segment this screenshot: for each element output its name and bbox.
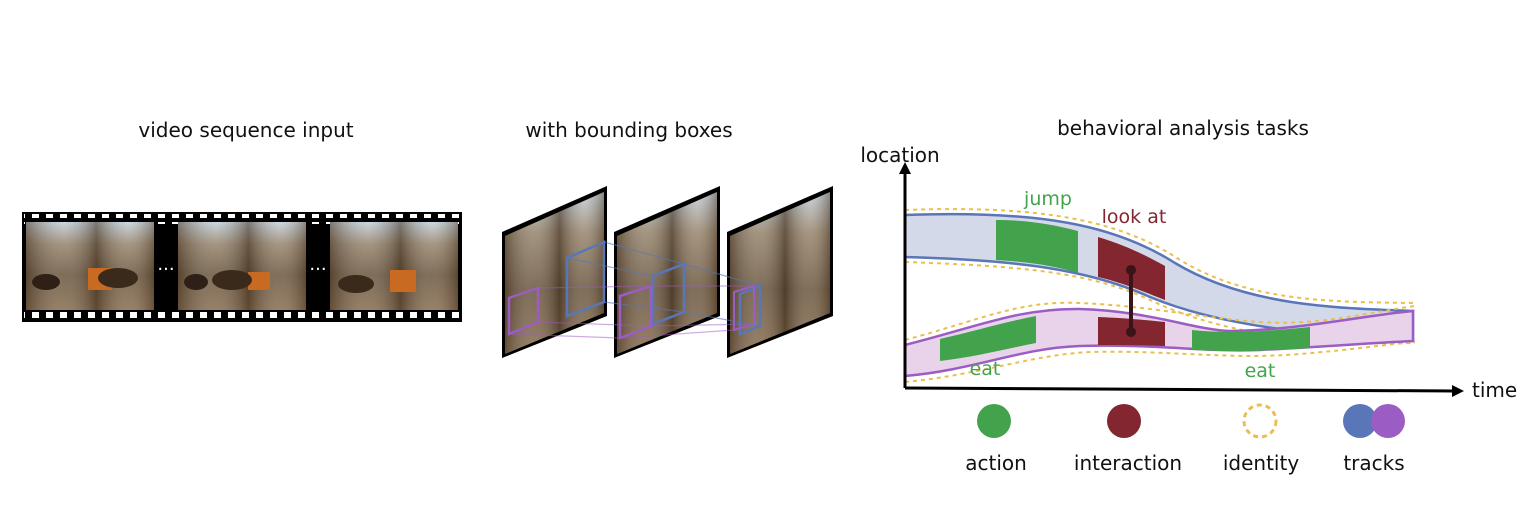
look-at-label: look at bbox=[1102, 206, 1167, 228]
legend-identity-swatch bbox=[1242, 403, 1278, 439]
film-frame bbox=[26, 222, 154, 310]
x-axis-arrow bbox=[1452, 385, 1464, 397]
film-strip: ... ... bbox=[22, 212, 462, 322]
bbox-connectors bbox=[508, 241, 761, 339]
legend-tracks-label: tracks bbox=[1343, 451, 1404, 475]
blue-track-identity-lower bbox=[904, 261, 1416, 345]
y-axis-arrow bbox=[899, 162, 911, 174]
bbox-frames bbox=[502, 186, 833, 358]
action-eat-2 bbox=[1192, 327, 1310, 352]
legend-action-label: action bbox=[965, 451, 1027, 475]
legend-track-blue-swatch bbox=[1343, 404, 1377, 438]
interaction-node bbox=[1126, 327, 1136, 337]
film-frame bbox=[178, 222, 306, 310]
action-jump bbox=[996, 220, 1078, 273]
legend-track-purple-swatch bbox=[1371, 404, 1405, 438]
legend-identity-label: identity bbox=[1223, 451, 1299, 475]
film-gap-marker: ... bbox=[309, 254, 326, 275]
analysis-panel-title: behavioral analysis tasks bbox=[1057, 116, 1309, 140]
eat-label-2: eat bbox=[1245, 360, 1276, 382]
svg-text:...: ... bbox=[309, 254, 326, 275]
x-axis bbox=[904, 386, 1456, 393]
bbox-frame-1 bbox=[502, 186, 607, 358]
purple-track-identity bbox=[904, 301, 1416, 341]
action-eat-1 bbox=[940, 316, 1036, 361]
legend: action interaction identity tracks bbox=[965, 403, 1405, 475]
film-frame bbox=[330, 222, 458, 310]
svg-text:...: ... bbox=[157, 254, 174, 275]
timeline-diagram: location time jump look at eat eat bbox=[860, 143, 1517, 402]
purple-track-identity-lower bbox=[904, 341, 1416, 383]
film-gap-marker: ... bbox=[157, 254, 174, 275]
legend-interaction-swatch bbox=[1107, 404, 1141, 438]
video-panel-title: video sequence input bbox=[138, 118, 354, 142]
jump-label: jump bbox=[1023, 188, 1072, 210]
boxes-panel-title: with bounding boxes bbox=[525, 118, 733, 142]
y-axis-label: location bbox=[860, 143, 939, 167]
legend-action-swatch bbox=[977, 404, 1011, 438]
bbox-frame-3 bbox=[727, 186, 833, 358]
legend-interaction-label: interaction bbox=[1074, 451, 1182, 475]
eat-label-1: eat bbox=[970, 358, 1001, 380]
x-axis-label: time bbox=[1472, 378, 1517, 402]
blue-track-identity bbox=[904, 208, 1416, 304]
interaction-node bbox=[1126, 265, 1136, 275]
